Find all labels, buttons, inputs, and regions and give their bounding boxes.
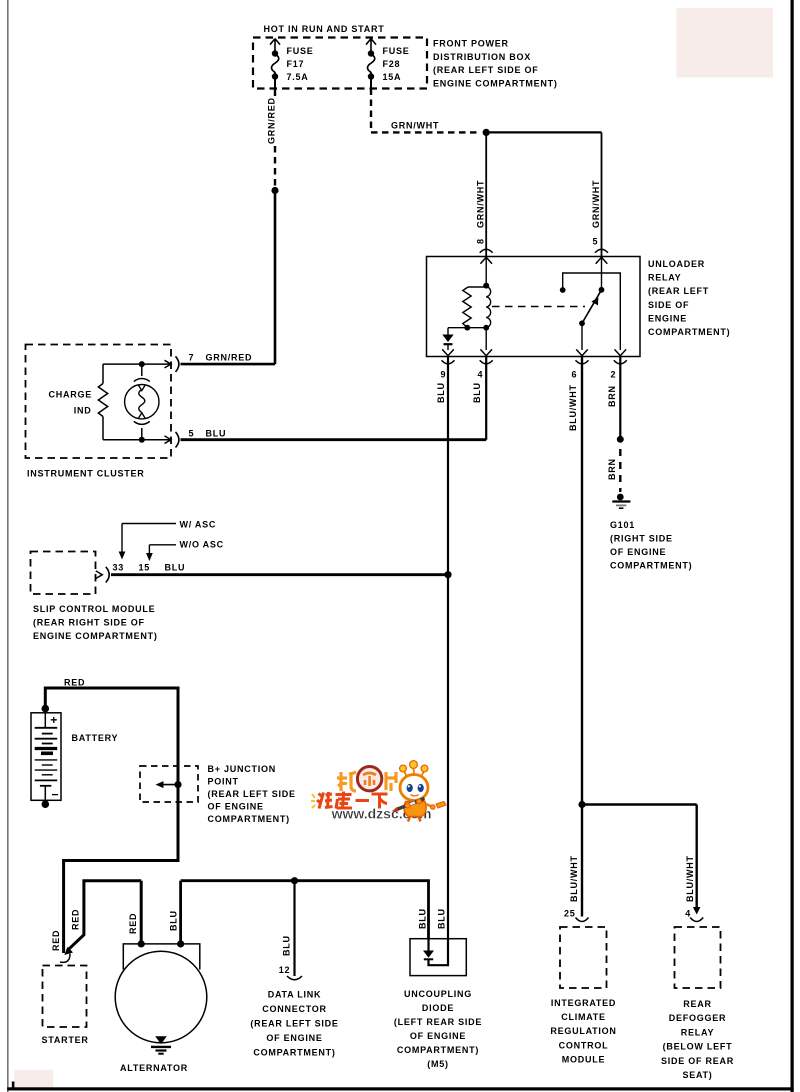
svg-text:F28: F28 — [383, 59, 401, 69]
svg-text:FRONT POWER: FRONT POWER — [433, 39, 509, 49]
svg-text:OF ENGINE: OF ENGINE — [410, 1031, 466, 1041]
svg-text:OF ENGINE: OF ENGINE — [266, 1033, 322, 1043]
svg-text:−: − — [52, 788, 60, 802]
svg-text:RED: RED — [51, 930, 61, 951]
svg-text:CONNECTOR: CONNECTOR — [262, 1004, 327, 1014]
svg-text:BLU: BLU — [436, 382, 446, 403]
svg-text:OF ENGINE: OF ENGINE — [610, 547, 666, 557]
svg-text:GRN/RED: GRN/RED — [267, 97, 277, 144]
svg-text:GRN/WHT: GRN/WHT — [591, 180, 601, 228]
svg-text:FUSE: FUSE — [287, 46, 314, 56]
svg-text:DIODE: DIODE — [422, 1003, 454, 1013]
svg-text:POINT: POINT — [208, 777, 239, 787]
svg-text:(REAR RIGHT SIDE OF: (REAR RIGHT SIDE OF — [33, 618, 145, 628]
svg-text:(RIGHT SIDE: (RIGHT SIDE — [610, 534, 673, 544]
svg-text:7.5A: 7.5A — [287, 72, 309, 82]
svg-text:HOT IN RUN AND START: HOT IN RUN AND START — [264, 24, 385, 34]
svg-text:REAR: REAR — [683, 999, 712, 1009]
svg-text:W/ ASC: W/ ASC — [180, 520, 217, 530]
svg-text:8: 8 — [476, 238, 486, 244]
svg-text:MODULE: MODULE — [562, 1055, 606, 1065]
svg-text:(M5): (M5) — [427, 1059, 449, 1069]
svg-text:12: 12 — [279, 965, 291, 975]
svg-text:BLU: BLU — [206, 428, 227, 438]
svg-text:+: + — [50, 713, 58, 727]
svg-text:5: 5 — [189, 428, 195, 438]
svg-text:15: 15 — [139, 563, 151, 573]
svg-text:BRN: BRN — [607, 385, 617, 407]
svg-text:GRN/WHT: GRN/WHT — [476, 180, 486, 228]
svg-text:SLIP CONTROL MODULE: SLIP CONTROL MODULE — [33, 604, 155, 614]
svg-text:(REAR LEFT: (REAR LEFT — [648, 286, 709, 296]
svg-text:33: 33 — [113, 563, 125, 573]
svg-text:(REAR LEFT SIDE OF: (REAR LEFT SIDE OF — [433, 65, 539, 75]
svg-text:FUSE: FUSE — [383, 46, 410, 56]
svg-text:BATTERY: BATTERY — [72, 733, 119, 743]
svg-text:SIDE OF: SIDE OF — [648, 300, 689, 310]
svg-text:INTEGRATED: INTEGRATED — [551, 998, 616, 1008]
svg-text:COMPARTMENT): COMPARTMENT) — [253, 1048, 335, 1058]
svg-text:(BELOW LEFT: (BELOW LEFT — [663, 1042, 733, 1052]
svg-text:COMPARTMENT): COMPARTMENT) — [610, 561, 692, 571]
svg-text:UNLOADER: UNLOADER — [648, 259, 705, 269]
svg-text:RED: RED — [71, 909, 81, 930]
svg-text:CLIMATE: CLIMATE — [561, 1012, 606, 1022]
svg-text:DATA LINK: DATA LINK — [268, 990, 322, 1000]
svg-text:BLU: BLU — [165, 563, 186, 573]
svg-text:5: 5 — [593, 237, 599, 247]
svg-text:UNCOUPLING: UNCOUPLING — [404, 989, 472, 999]
svg-text:RED: RED — [64, 678, 85, 688]
svg-text:W/O ASC: W/O ASC — [180, 540, 224, 550]
svg-text:RELAY: RELAY — [648, 273, 681, 283]
svg-text:GRN/WHT: GRN/WHT — [391, 121, 439, 131]
svg-text:(REAR LEFT SIDE: (REAR LEFT SIDE — [250, 1019, 338, 1029]
svg-text:BLU: BLU — [472, 382, 482, 403]
svg-text:RELAY: RELAY — [681, 1027, 714, 1037]
svg-text:ENGINE COMPARTMENT): ENGINE COMPARTMENT) — [33, 631, 158, 641]
svg-text:BLU/WHT: BLU/WHT — [569, 855, 579, 902]
svg-text:F17: F17 — [287, 59, 305, 69]
svg-text:BLU: BLU — [418, 908, 428, 929]
svg-text:COMPARTMENT): COMPARTMENT) — [208, 814, 290, 824]
svg-text:CONTROL: CONTROL — [559, 1040, 609, 1050]
svg-text:25: 25 — [564, 909, 576, 919]
svg-text:BLU/WHT: BLU/WHT — [685, 855, 695, 902]
svg-text:SIDE OF REAR: SIDE OF REAR — [661, 1056, 734, 1066]
svg-text:DISTRIBUTION BOX: DISTRIBUTION BOX — [433, 52, 531, 62]
svg-text:DEFOGGER: DEFOGGER — [669, 1013, 727, 1023]
svg-text:G101: G101 — [610, 520, 635, 530]
svg-text:(REAR LEFT SIDE: (REAR LEFT SIDE — [208, 789, 296, 799]
svg-text:COMPARTMENT): COMPARTMENT) — [648, 327, 730, 337]
svg-text:7: 7 — [189, 353, 195, 363]
svg-text:IND: IND — [74, 406, 92, 416]
svg-text:15A: 15A — [383, 72, 402, 82]
svg-text:4: 4 — [478, 370, 484, 380]
svg-text:GRN/RED: GRN/RED — [206, 353, 253, 363]
svg-text:BLU/WHT: BLU/WHT — [568, 384, 578, 431]
svg-text:B+ JUNCTION: B+ JUNCTION — [208, 764, 277, 774]
svg-text:(LEFT REAR SIDE: (LEFT REAR SIDE — [394, 1017, 482, 1027]
svg-text:OF ENGINE: OF ENGINE — [208, 802, 264, 812]
svg-text:BLU: BLU — [282, 935, 292, 956]
svg-text:ALTERNATOR: ALTERNATOR — [120, 1063, 188, 1073]
svg-text:6: 6 — [572, 370, 578, 380]
svg-text:BLU: BLU — [437, 908, 447, 929]
svg-text:4: 4 — [685, 909, 691, 919]
svg-text:INSTRUMENT CLUSTER: INSTRUMENT CLUSTER — [27, 469, 145, 479]
svg-text:9: 9 — [441, 370, 447, 380]
svg-text:SEAT): SEAT) — [682, 1070, 712, 1080]
svg-text:RED: RED — [128, 913, 138, 934]
svg-text:ENGINE: ENGINE — [648, 313, 687, 323]
svg-text:BRN: BRN — [607, 458, 617, 480]
svg-text:STARTER: STARTER — [42, 1035, 89, 1045]
svg-text:COMPARTMENT): COMPARTMENT) — [397, 1045, 479, 1055]
svg-text:REGULATION: REGULATION — [550, 1026, 616, 1036]
svg-text:2: 2 — [611, 370, 617, 380]
svg-text:BLU: BLU — [169, 910, 179, 931]
svg-text:ENGINE COMPARTMENT): ENGINE COMPARTMENT) — [433, 78, 558, 88]
svg-text:CHARGE: CHARGE — [49, 390, 93, 400]
